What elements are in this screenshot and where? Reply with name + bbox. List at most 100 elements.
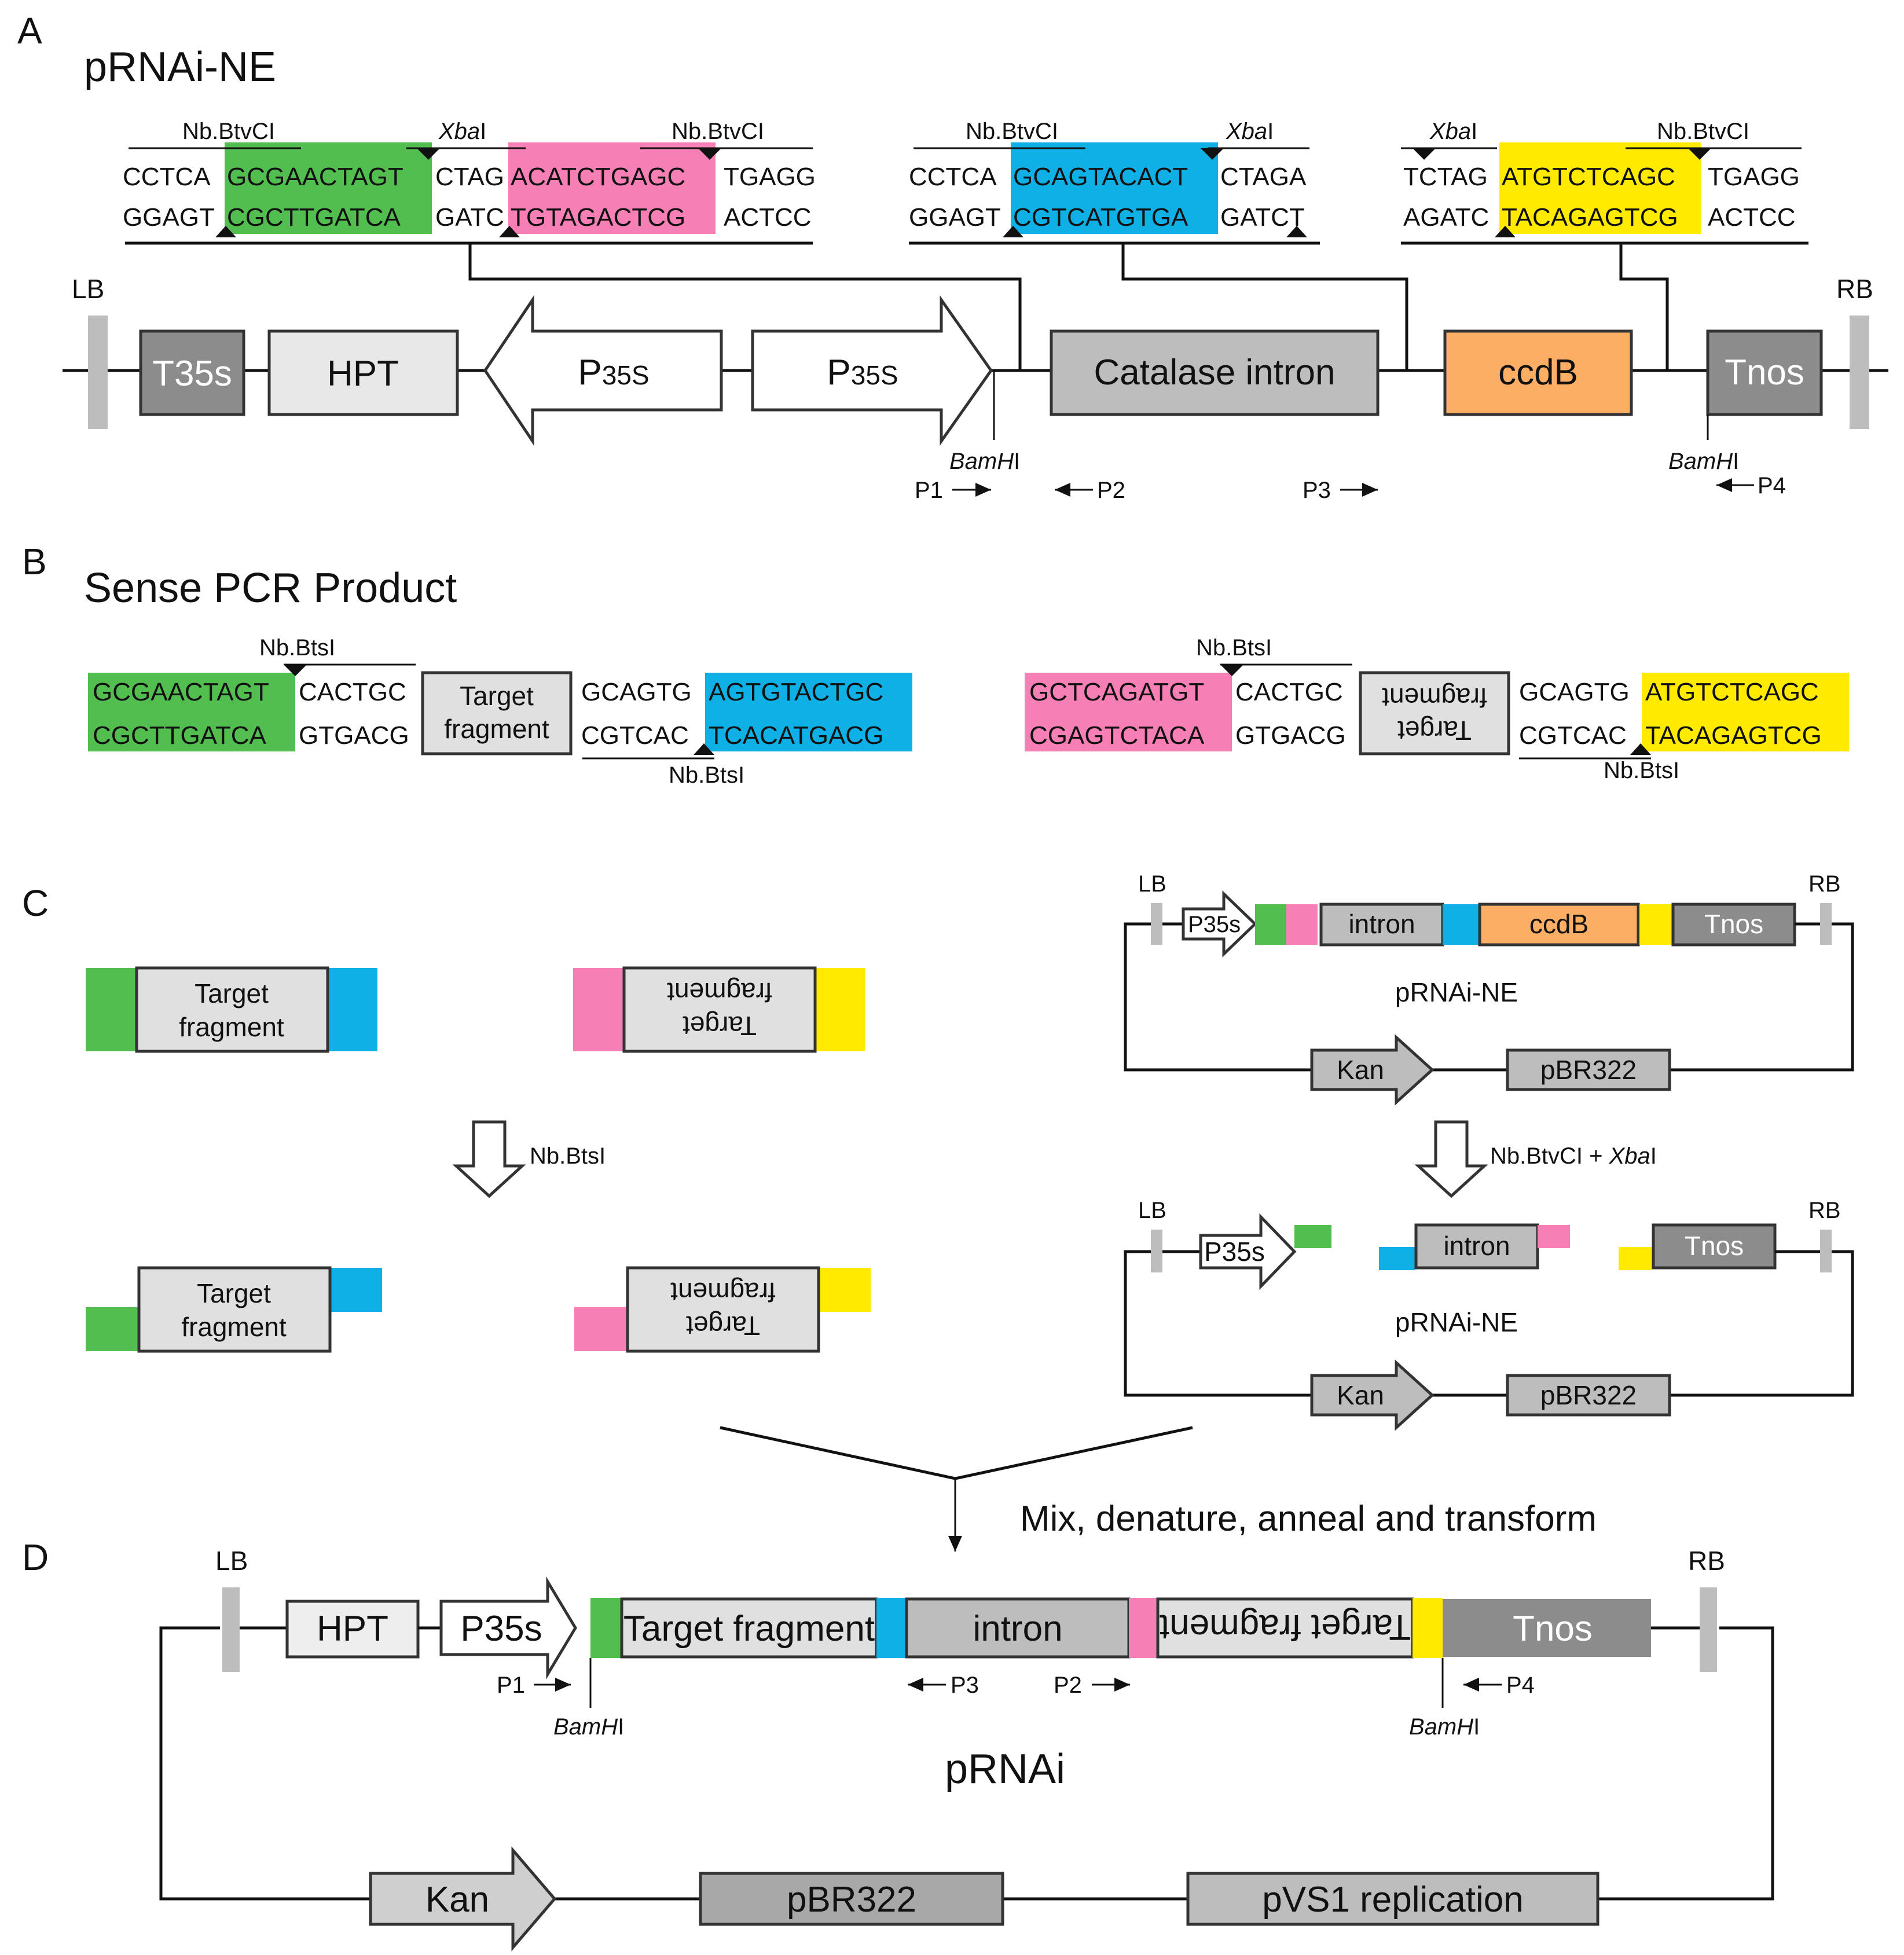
svg-text:pRNAi-NE: pRNAi-NE: [1395, 977, 1518, 1007]
fragment-right-before: Target fragment: [573, 966, 865, 1053]
svg-text:Target: Target: [460, 681, 534, 711]
svg-text:P3: P3: [951, 1672, 979, 1698]
t35s-box: [139, 329, 245, 416]
nb-btsi-label-4: Nb.BtsI: [1604, 758, 1679, 783]
svg-text:fragment: fragment: [1382, 683, 1487, 713]
svg-text:RB: RB: [1688, 1546, 1725, 1576]
p35s-label-2: P35S: [827, 353, 898, 393]
catalase-intron-label: Catalase intron: [1094, 353, 1335, 393]
svg-text:P1: P1: [497, 1672, 525, 1698]
cut-marker: [499, 226, 520, 237]
fragment-right-after: Target fragment: [574, 1266, 871, 1353]
svg-text:pBR322: pBR322: [1540, 1055, 1637, 1085]
svg-text:Target: Target: [686, 1311, 760, 1341]
nb-btsi-label-1: Nb.BtsI: [259, 635, 335, 661]
target-fragment-box: [421, 671, 573, 755]
nb-btvci-label-4: Nb.BtvCI: [1657, 119, 1749, 144]
nb-btvci-label-1: Nb.BtvCI: [182, 119, 275, 144]
lb-label: LB: [72, 274, 104, 304]
rb-label: RB: [1836, 274, 1873, 304]
primer-p4: P4: [1758, 473, 1786, 498]
svg-text:P35s: P35s: [1204, 1237, 1265, 1267]
svg-text:BamHI: BamHI: [553, 1714, 624, 1740]
green-highlight: [225, 142, 432, 234]
nb-btsi-label-2: Nb.BtsI: [669, 762, 744, 788]
fragment-left-before: Target fragment: [86, 966, 377, 1053]
panel-a-title: pRNAi-NE: [84, 44, 276, 90]
tnos-label: Tnos: [1725, 353, 1804, 393]
t35s-label: T35s: [152, 354, 232, 394]
svg-text:Tnos: Tnos: [1704, 909, 1763, 939]
svg-text:fragment: fragment: [667, 977, 772, 1007]
svg-text:Target fragment: Target fragment: [1160, 1607, 1411, 1647]
rb-border: [1850, 316, 1869, 429]
xbai-label-1: XbaI: [438, 119, 486, 144]
p35s-forward-arrow: [751, 295, 993, 446]
p35s-reverse-arrow: [483, 295, 723, 446]
ccdb-box: [1443, 329, 1633, 416]
svg-text:fragment: fragment: [444, 714, 549, 744]
panel-a-label: A: [17, 10, 42, 52]
svg-text:LB: LB: [1138, 871, 1166, 897]
panel-c-label: C: [22, 882, 49, 924]
catalase-intron-box: [1050, 329, 1380, 416]
prnai-ne-plasmid: LB RB P35s intron ccdB Tnos pRNAi-NE Kan…: [1124, 871, 1854, 1106]
svg-text:Kan: Kan: [1337, 1055, 1384, 1085]
cut-marker: [215, 226, 236, 237]
svg-text:intron: intron: [1443, 1231, 1510, 1261]
hpt-box: [267, 329, 459, 416]
primer-p3: P3: [1303, 478, 1331, 503]
svg-text:BamHI: BamHI: [1409, 1714, 1480, 1740]
cut-marker: [417, 148, 440, 160]
cut-marker: [1413, 148, 1436, 160]
target-fragment-box-flipped: [1359, 671, 1510, 755]
svg-text:LB: LB: [1138, 1198, 1166, 1223]
bamhi-label-1: BamHI: [949, 449, 1020, 474]
primer-p1: P1: [915, 478, 943, 503]
svg-text:Kan: Kan: [1337, 1380, 1384, 1410]
merge-lines: [720, 1426, 1193, 1480]
svg-text:HPT: HPT: [317, 1609, 388, 1649]
xbai-label-2: XbaI: [1226, 119, 1274, 144]
svg-text:pRNAi-NE: pRNAi-NE: [1395, 1307, 1518, 1337]
cut-marker: [1201, 148, 1224, 160]
xbai-label-3: XbaI: [1429, 119, 1477, 144]
svg-text:pBR322: pBR322: [1540, 1380, 1637, 1410]
p35s-label-1: P35S: [578, 353, 649, 393]
cut-marker: [1688, 148, 1711, 160]
svg-text:Target: Target: [683, 1011, 757, 1041]
cut-marker: [1286, 226, 1307, 237]
prnai-ne-digested: LB RB P35s intron Tnos pRNAi-NE Kan pBR3…: [1124, 1198, 1854, 1431]
svg-text:Target: Target: [197, 1278, 271, 1308]
svg-text:P4: P4: [1506, 1672, 1535, 1698]
svg-text:pVS1 replication: pVS1 replication: [1262, 1880, 1524, 1920]
digest-arrow-right: [1414, 1120, 1488, 1198]
yellow-highlight: [1499, 142, 1701, 234]
svg-text:P2: P2: [1054, 1672, 1082, 1698]
nb-btsi-label-3: Nb.BtsI: [1196, 635, 1272, 661]
svg-text:LB: LB: [215, 1546, 248, 1576]
panel-b-title: Sense PCR Product: [84, 565, 457, 611]
prnai-plasmid: LB RB HPT P35s Target fragment intron Ta…: [159, 1546, 1774, 1952]
svg-text:P35s: P35s: [460, 1609, 542, 1649]
fragment-left-after: Target fragment: [86, 1266, 382, 1353]
svg-text:Target: Target: [195, 978, 269, 1008]
panel-a-map: LB RB T35s HPT P35S P35S Catalase intron…: [63, 274, 1888, 503]
primer-p2: P2: [1097, 478, 1125, 503]
digest-arrow-left: [452, 1120, 526, 1198]
svg-text:Target: Target: [1397, 716, 1472, 746]
svg-text:ccdB: ccdB: [1529, 909, 1588, 939]
